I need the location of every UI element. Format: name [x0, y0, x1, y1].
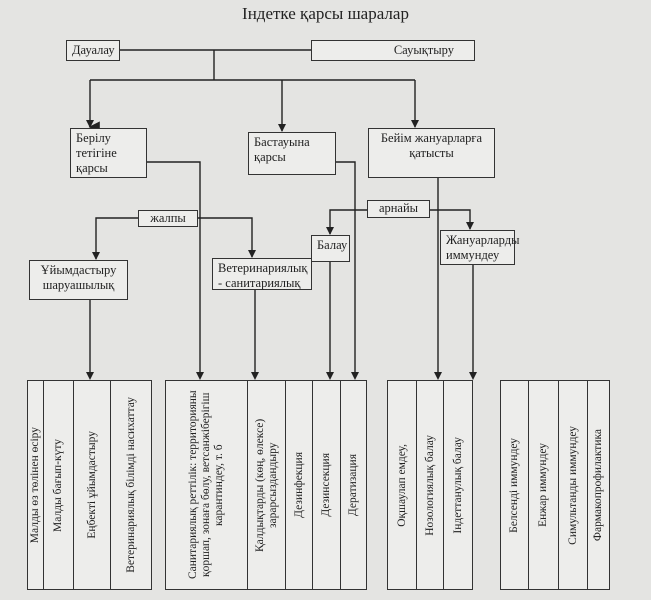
- measure-item: Дератизация: [347, 453, 359, 517]
- diagram-title: Індетке қарсы шаралар: [242, 4, 409, 23]
- organizing-box: Ұйымдастыру шаруашылық: [29, 260, 128, 300]
- susceptible-animals-box: Бейім жануарларға қатысты: [368, 128, 495, 178]
- measure-item: Малды өз төлінен өсіру: [29, 426, 41, 544]
- measure-item: Енжар иммундеу: [537, 443, 549, 527]
- veterinary-measures-group: Санитариялық реттілік: территорияны қорш…: [165, 380, 367, 590]
- veterinary-sanitary-box: Ветеринариялық - санитариялық: [212, 258, 312, 290]
- recovery-box: Сауықтыру: [311, 40, 475, 61]
- isolation-box: Балау: [311, 235, 350, 262]
- immunization-box: Жануарларды иммундеу: [440, 230, 519, 265]
- special-label: арнайы: [367, 200, 430, 218]
- measure-item: Індеттанулық балау: [451, 436, 464, 534]
- measure-item: Дезинфекция: [292, 452, 305, 518]
- measure-item: Малды бағып-күту: [52, 438, 64, 532]
- measure-item: Қалдықтарды (көң, өлексе) зарарсыздандыр…: [253, 418, 279, 552]
- prevention-box: Дауалау: [66, 40, 120, 61]
- measure-item: Нозологиялық балау: [423, 434, 436, 536]
- measure-item: Фармакопрофилактика: [592, 428, 604, 542]
- measure-item: Оқшаулап емдеу,: [395, 443, 408, 527]
- measure-item: Санитариялық реттілік: территорияны қорш…: [187, 390, 225, 580]
- isolation-measures-group: Оқшаулап емдеу, Нозологиялық балау Індет…: [387, 380, 473, 590]
- measure-item: Белсенді иммундеу: [508, 437, 520, 533]
- organizing-measures-group: Малды өз төлінен өсіру Малды бағып-күту …: [27, 380, 152, 590]
- measure-item: Ветеринариялық білімді насихаттау: [124, 397, 137, 573]
- measure-item: Еңбекті ұйымдастыру: [85, 431, 98, 539]
- source-box: Бастауына қарсы: [248, 132, 336, 175]
- measure-item: Дезинсекция: [320, 453, 332, 517]
- immunization-measures-group: Белсенді иммундеу Енжар иммундеу Симульт…: [500, 380, 610, 590]
- measure-item: Симультанды иммундеу: [566, 425, 579, 545]
- general-label: жалпы: [138, 210, 198, 227]
- transmission-box: Берілу тетігіне қарсы: [70, 128, 147, 178]
